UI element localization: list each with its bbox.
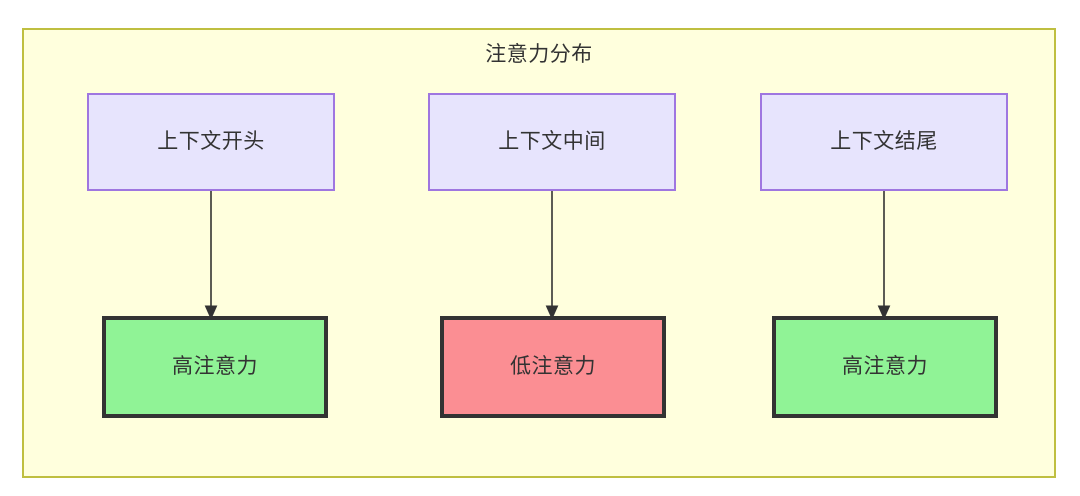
node-label: 上下文开头	[157, 130, 265, 153]
node-context-middle[interactable]: 上下文中间	[428, 93, 676, 191]
node-label: 上下文结尾	[830, 130, 938, 153]
node-context-end[interactable]: 上下文结尾	[760, 93, 1008, 191]
subgraph-title: 注意力分布	[485, 43, 593, 66]
node-label: 低注意力	[510, 355, 596, 378]
node-context-start[interactable]: 上下文开头	[87, 93, 335, 191]
node-label: 高注意力	[172, 355, 258, 378]
node-label: 上下文中间	[498, 130, 606, 153]
node-high-attention-start[interactable]: 高注意力	[102, 316, 328, 418]
node-high-attention-end[interactable]: 高注意力	[772, 316, 998, 418]
node-label: 高注意力	[842, 355, 928, 378]
node-low-attention-middle[interactable]: 低注意力	[440, 316, 666, 418]
